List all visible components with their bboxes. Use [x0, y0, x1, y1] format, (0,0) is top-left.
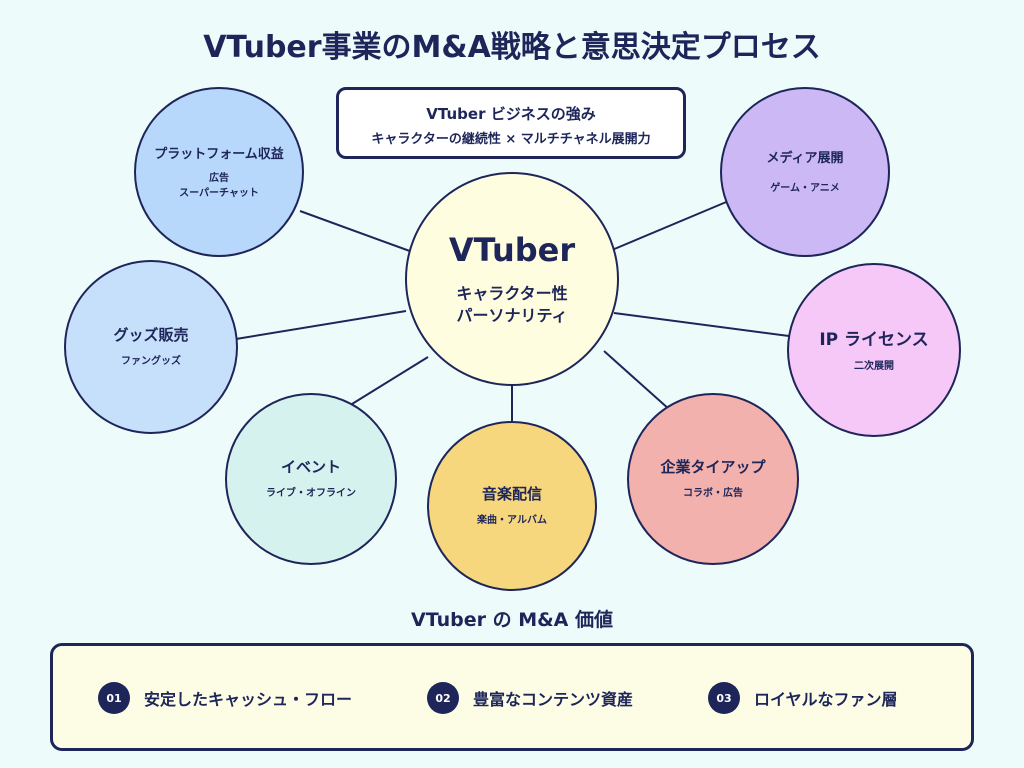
strength-subtitle: キャラクターの継続性 × マルチチャネル展開力 [371, 132, 651, 147]
node-corporate-title: 企業タイアップ [660, 458, 766, 477]
value-label-3: ロイヤルなファン層 [754, 690, 898, 709]
node-platform: プラットフォーム収益 広告 スーパーチャット [134, 87, 304, 257]
node-goods-title: グッズ販売 [113, 326, 189, 345]
hub-title: VTuber [448, 231, 576, 270]
hub-circle: VTuber キャラクター性 パーソナリティ [405, 172, 619, 386]
node-music: 音楽配信 楽曲・アルバム [427, 421, 597, 591]
node-music-sub: 楽曲・アルバム [477, 515, 547, 527]
diagram-title: VTuber事業のM&A戦略と意思決定プロセス [203, 30, 821, 65]
node-platform-sub: 広告 スーパーチャット [179, 173, 259, 199]
node-media: メディア展開 ゲーム・アニメ [720, 87, 890, 257]
connector-corporate [603, 350, 671, 411]
value-item-1: 01 安定したキャッシュ・フロー [98, 682, 352, 714]
value-item-2: 02 豊富なコンテンツ資産 [427, 682, 633, 714]
strength-title: VTuber ビジネスの強み [426, 105, 596, 123]
value-label-1: 安定したキャッシュ・フロー [144, 690, 353, 709]
node-event-title: イベント [280, 458, 341, 477]
value-label-2: 豊富なコンテンツ資産 [473, 690, 634, 709]
node-corporate: 企業タイアップ コラボ・広告 [627, 393, 799, 565]
connector-event [351, 356, 429, 405]
node-platform-title: プラットフォーム収益 [154, 147, 284, 162]
value-heading: VTuber の M&A 価値 [411, 609, 613, 631]
value-badge-3: 03 [708, 682, 740, 714]
node-goods-sub: ファングッズ [121, 356, 181, 368]
node-corporate-sub: コラボ・広告 [683, 488, 743, 500]
connector-goods [235, 310, 407, 340]
value-badge-1: 01 [98, 682, 130, 714]
node-ip-title: IP ライセンス [819, 330, 929, 351]
value-box: 01 安定したキャッシュ・フロー 02 豊富なコンテンツ資産 03 ロイヤルなフ… [50, 643, 974, 751]
node-event: イベント ライブ・オフライン [225, 393, 397, 565]
node-ip: IP ライセンス 二次展開 [787, 263, 961, 437]
connector-media [611, 199, 732, 251]
value-badge-2: 02 [427, 682, 459, 714]
value-item-3: 03 ロイヤルなファン層 [708, 682, 898, 714]
node-goods: グッズ販売 ファングッズ [64, 260, 238, 434]
hub-subtitle: キャラクター性 パーソナリティ [456, 284, 568, 325]
connector-ip [613, 312, 790, 337]
node-music-title: 音楽配信 [481, 485, 542, 504]
node-ip-sub: 二次展開 [854, 361, 894, 373]
strength-box: VTuber ビジネスの強み キャラクターの継続性 × マルチチャネル展開力 [336, 87, 686, 159]
node-event-sub: ライブ・オフライン [266, 488, 356, 500]
connector-platform [299, 210, 419, 255]
node-media-title: メディア展開 [766, 151, 844, 167]
node-media-sub: ゲーム・アニメ [770, 183, 840, 195]
